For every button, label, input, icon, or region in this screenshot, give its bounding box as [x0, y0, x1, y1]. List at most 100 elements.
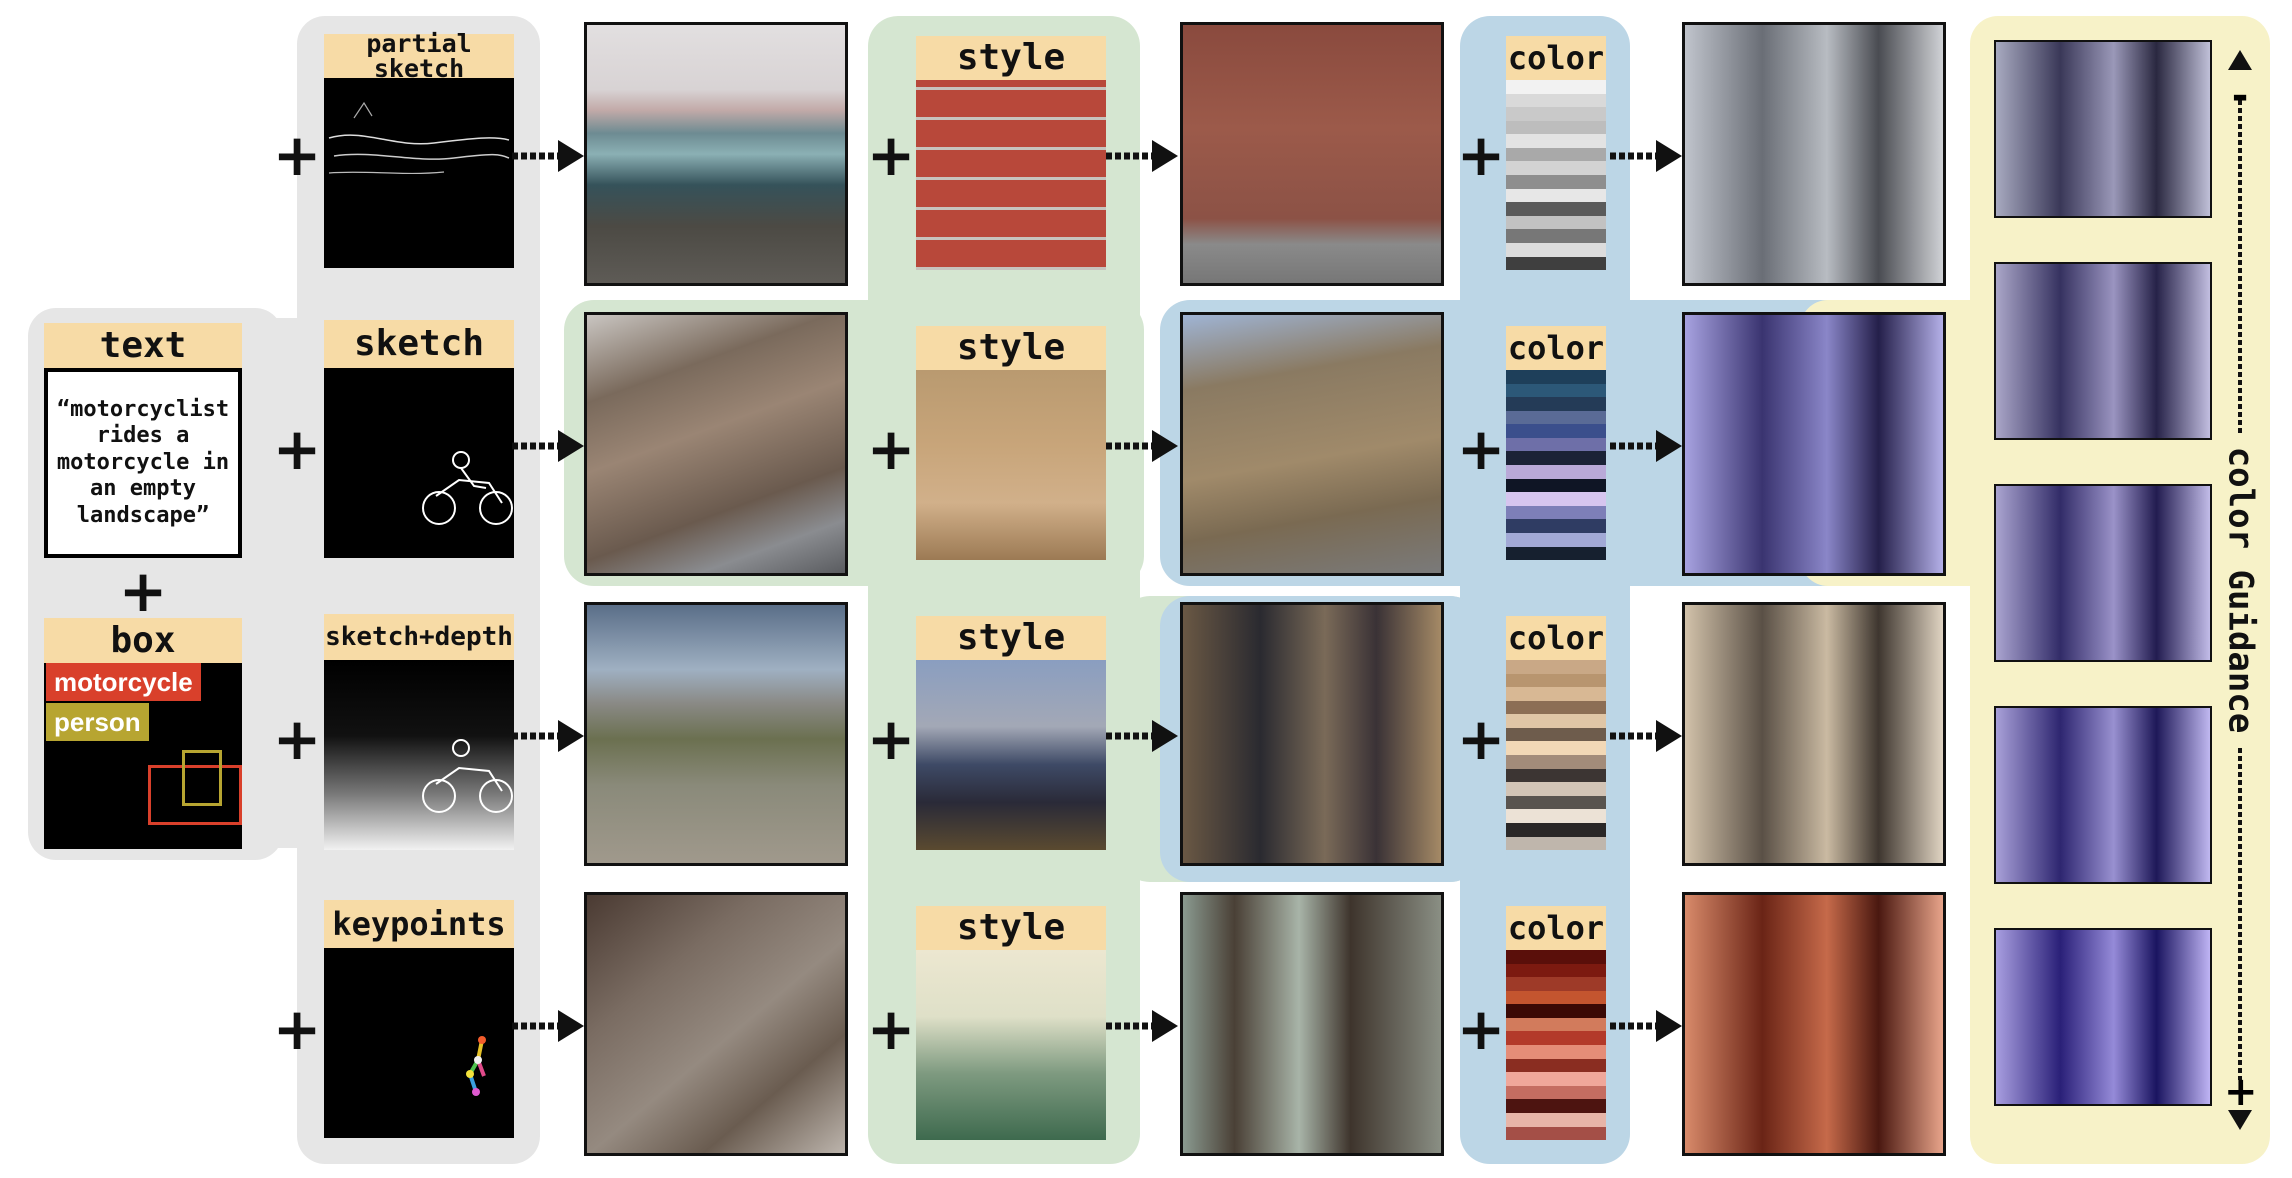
plus-sign-row2-color: + — [1456, 415, 1506, 483]
palette-swatch — [1506, 505, 1606, 520]
output-image-row2-col3 — [1682, 312, 1946, 576]
palette-swatch — [1506, 215, 1606, 230]
palette-swatch — [1506, 134, 1606, 148]
output-image-row3-col1 — [584, 602, 848, 866]
palette-swatch — [1506, 256, 1606, 271]
palette-swatch — [1506, 80, 1606, 94]
arrow-row4-style — [1106, 1010, 1178, 1042]
palette-swatch — [1506, 424, 1606, 438]
palette-swatch — [1506, 809, 1606, 823]
sketch-label: sketch — [324, 320, 514, 368]
person-bbox — [182, 750, 222, 806]
sketch-depth-label: sketch+depth — [324, 614, 514, 660]
palette-swatch — [1506, 836, 1606, 851]
partial-sketch-image — [324, 78, 514, 268]
keypoints-image — [324, 948, 514, 1138]
arrow-row2-style — [1106, 430, 1178, 462]
palette-swatch — [1506, 741, 1606, 756]
palette-swatch — [1506, 161, 1606, 176]
palette-swatch — [1506, 977, 1606, 991]
output-image-row3-col2 — [1180, 602, 1444, 866]
partial-sketch-lines — [328, 101, 510, 175]
keypoints-label: keypoints — [324, 900, 514, 948]
style-image-brick — [916, 80, 1106, 270]
palette-swatch — [1506, 93, 1606, 108]
palette-swatch — [1506, 437, 1606, 452]
palette-swatch — [1506, 546, 1606, 561]
palette-swatch — [1506, 660, 1606, 674]
arrow-row2-color — [1610, 430, 1682, 462]
palette-swatch — [1506, 1045, 1606, 1059]
pose-keypoints — [466, 1036, 486, 1096]
plus-sign-row4-style: + — [866, 995, 916, 1063]
guidance-minus-label: - — [2231, 73, 2249, 119]
color-guidance-text: color Guidance — [2216, 434, 2265, 746]
plus-sign-row2-style: + — [866, 415, 916, 483]
palette-swatch — [1506, 229, 1606, 243]
palette-swatch — [1506, 782, 1606, 796]
arrow-row3-color — [1610, 720, 1682, 752]
style-label-row3: style — [916, 616, 1106, 660]
style-label-row2: style — [916, 326, 1106, 370]
palette-swatch — [1506, 188, 1606, 203]
style-image-forest — [916, 950, 1106, 1140]
palette-swatch — [1506, 950, 1606, 964]
palette-swatch — [1506, 1058, 1606, 1073]
color-label-row1: color — [1506, 36, 1606, 80]
palette-swatch — [1506, 822, 1606, 837]
palette-swatch — [1506, 410, 1606, 425]
palette-swatch — [1506, 1085, 1606, 1100]
panel-connector — [240, 318, 310, 848]
palette-swatch — [1506, 397, 1606, 411]
palette-swatch — [1506, 990, 1606, 1005]
palette-swatch — [1506, 700, 1606, 715]
palette-swatch — [1506, 202, 1606, 216]
plus-sign-row4-cond: + — [272, 995, 322, 1063]
palette-swatch — [1506, 714, 1606, 728]
output-image-row4-col2 — [1180, 892, 1444, 1156]
text-label: text — [44, 323, 242, 368]
color-guidance-label: color Guidance — [2192, 434, 2288, 746]
guidance-image-1 — [1994, 40, 2212, 218]
plus-sign-row1-color: + — [1456, 121, 1506, 189]
person-tag: person — [46, 703, 149, 741]
color-label-row2: color — [1506, 326, 1606, 370]
palette-row2 — [1506, 370, 1606, 561]
palette-swatch — [1506, 1126, 1606, 1141]
plus-sign-row1-cond: + — [272, 121, 322, 189]
output-image-row4-col3 — [1682, 892, 1946, 1156]
guidance-image-4 — [1994, 706, 2212, 884]
color-label-row4: color — [1506, 906, 1606, 950]
style-label-row1: style — [916, 36, 1106, 80]
text-prompt-box: “motorcyclist rides a motorcycle in an e… — [44, 368, 242, 558]
output-image-row1-col2 — [1180, 22, 1444, 286]
guidance-image-3 — [1994, 484, 2212, 662]
plus-sign-text-box: + — [118, 557, 168, 625]
box-label: box — [44, 618, 242, 663]
palette-swatch — [1506, 687, 1606, 701]
arrow-row4-color — [1610, 1010, 1682, 1042]
palette-swatch — [1506, 727, 1606, 742]
palette-swatch — [1506, 107, 1606, 121]
guidance-image-5 — [1994, 928, 2212, 1106]
palette-swatch — [1506, 768, 1606, 783]
palette-swatch — [1506, 175, 1606, 189]
guidance-image-2 — [1994, 262, 2212, 440]
palette-swatch — [1506, 519, 1606, 533]
palette-row3 — [1506, 660, 1606, 851]
palette-swatch — [1506, 1072, 1606, 1086]
palette-swatch — [1506, 120, 1606, 135]
palette-swatch — [1506, 1004, 1606, 1018]
palette-swatch — [1506, 451, 1606, 466]
plus-sign-row2-cond: + — [272, 415, 322, 483]
palette-row1 — [1506, 80, 1606, 271]
palette-swatch — [1506, 673, 1606, 688]
palette-swatch — [1506, 1031, 1606, 1046]
output-image-row4-col1 — [584, 892, 848, 1156]
style-label-row4: style — [916, 906, 1106, 950]
palette-swatch — [1506, 383, 1606, 398]
motorcycle-tag: motorcycle — [46, 663, 201, 701]
palette-swatch — [1506, 242, 1606, 257]
motorcycle-bbox — [148, 765, 242, 825]
output-image-row3-col3 — [1682, 602, 1946, 866]
